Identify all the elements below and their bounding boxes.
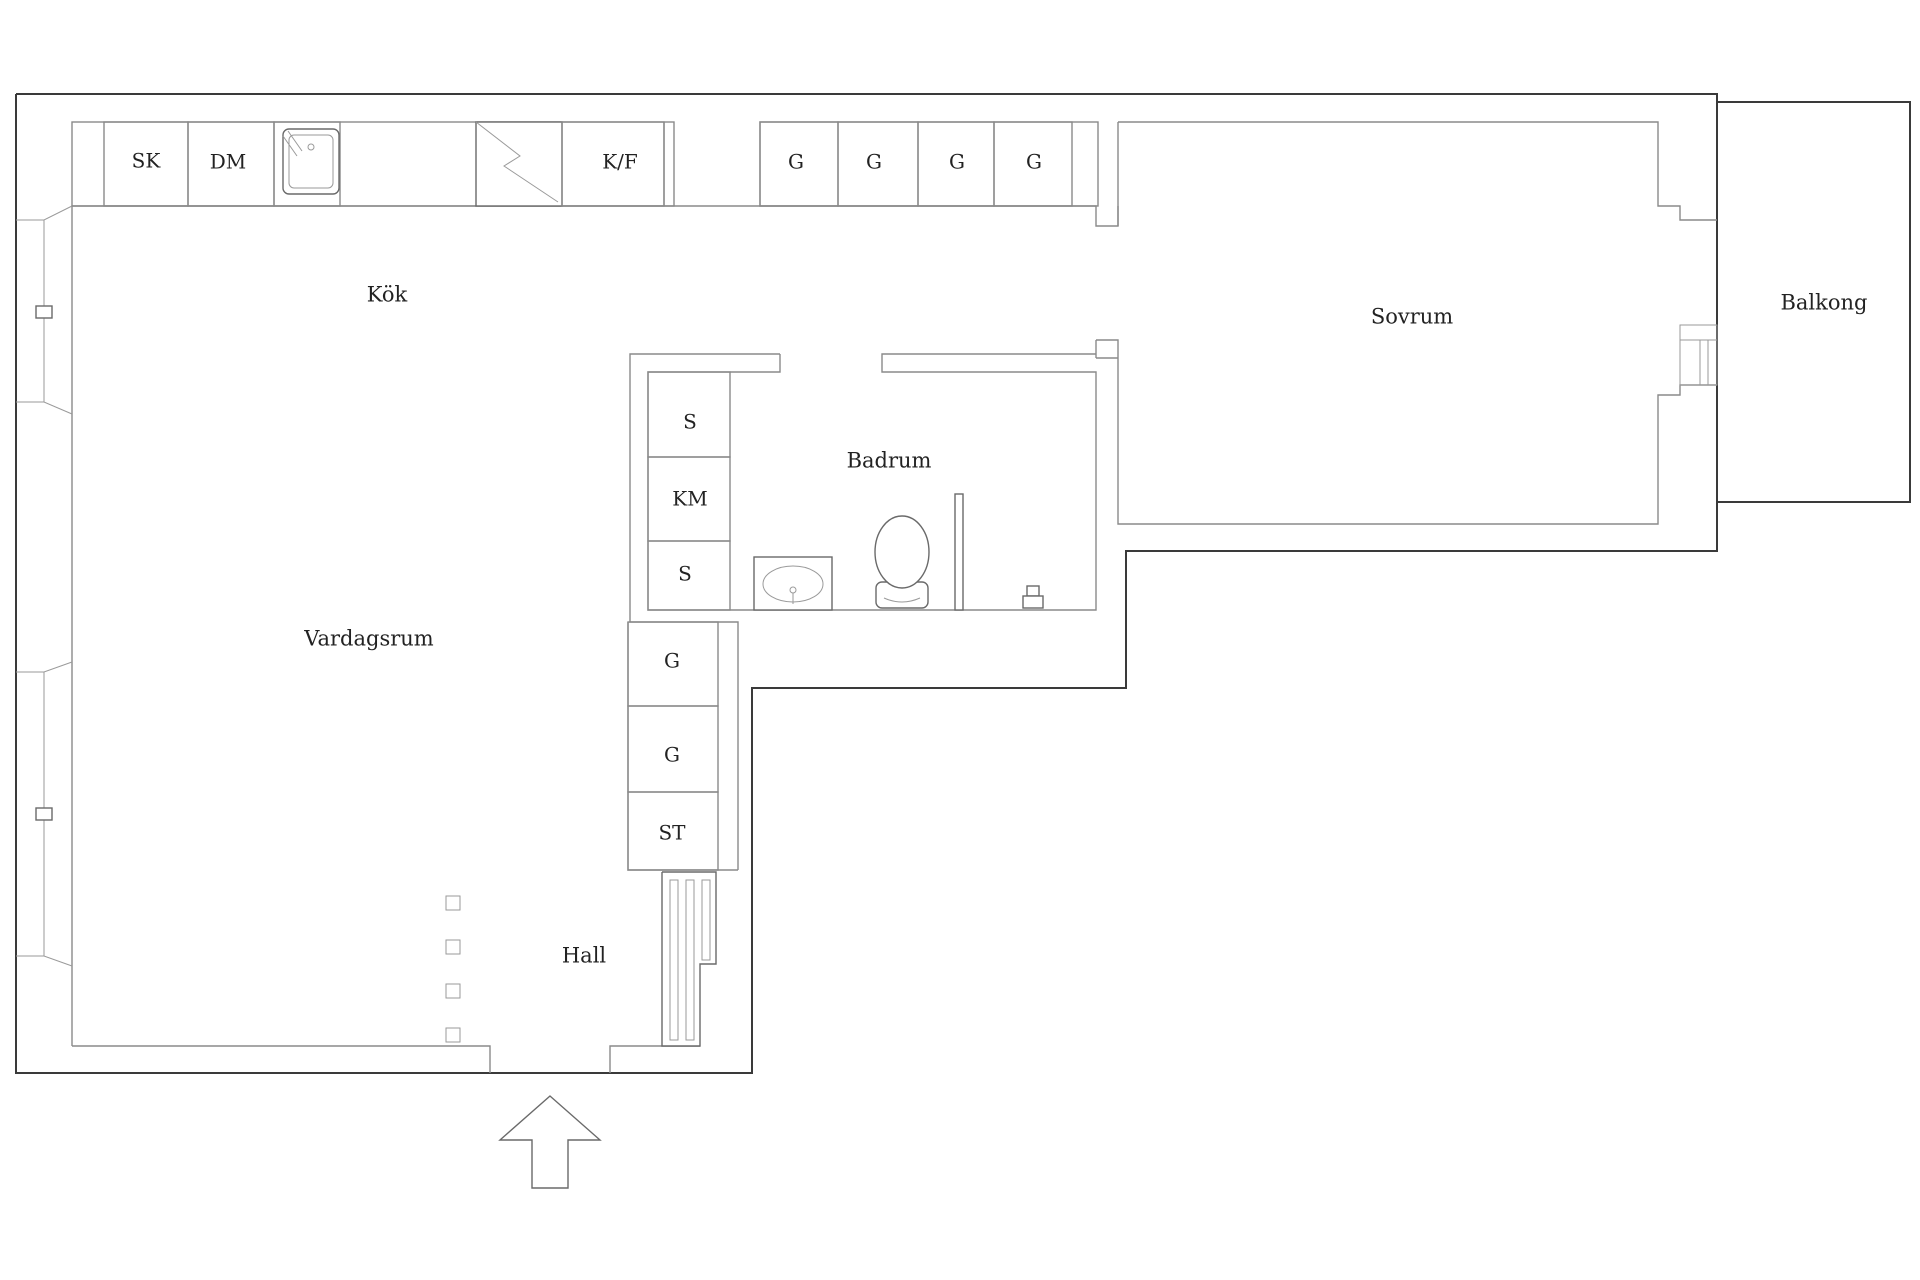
label-bath-s-top: S (683, 410, 697, 434)
label-g2: G (866, 150, 882, 174)
label-hall-st: ST (658, 821, 686, 845)
stove-cabinet (475, 121, 563, 207)
entrance-arrow-icon (498, 1095, 602, 1189)
interior-walls (16, 121, 1718, 1073)
coat-hooks (445, 895, 461, 1043)
kitchen-sink-icon (282, 128, 340, 195)
label-bath-km: KM (672, 487, 707, 511)
label-g3: G (949, 150, 965, 174)
label-hall: Hall (562, 944, 607, 968)
label-badrum: Badrum (847, 449, 932, 473)
bathroom-fixtures (647, 371, 1044, 611)
label-bath-s-bottom: S (678, 562, 692, 586)
label-kf: K/F (602, 150, 638, 174)
kitchen-cabinets (103, 121, 1073, 207)
radiator-icon (661, 871, 717, 1047)
hall-cabinets (445, 621, 719, 1047)
exterior-walls (15, 93, 1911, 1074)
cabinet-labels: SK DM K/F G G G G S KM S G G ST (132, 149, 1042, 845)
label-dm: DM (210, 150, 247, 174)
toilet-icon (874, 515, 930, 609)
label-sovrum: Sovrum (1371, 305, 1453, 329)
cabinet-kf (561, 121, 665, 207)
stove-icon (475, 121, 559, 203)
label-hall-g2: G (664, 743, 680, 767)
label-sk: SK (132, 149, 162, 173)
label-vardagsrum: Vardagsrum (303, 627, 434, 651)
cabinet-g4 (993, 121, 1073, 207)
bath-unit-s-bottom (647, 540, 731, 611)
label-kok: Kök (367, 283, 408, 307)
room-labels: Kök Vardagsrum Hall Badrum Sovrum Balkon… (303, 283, 1867, 968)
sink-cabinet (273, 121, 341, 207)
shower-screen (954, 493, 964, 611)
floor-drain-icon (1022, 585, 1044, 609)
label-balkong: Balkong (1780, 291, 1867, 315)
label-hall-g1: G (664, 649, 680, 673)
label-g4: G (1026, 150, 1042, 174)
hall-unit-st (627, 791, 719, 871)
label-g1: G (788, 150, 804, 174)
